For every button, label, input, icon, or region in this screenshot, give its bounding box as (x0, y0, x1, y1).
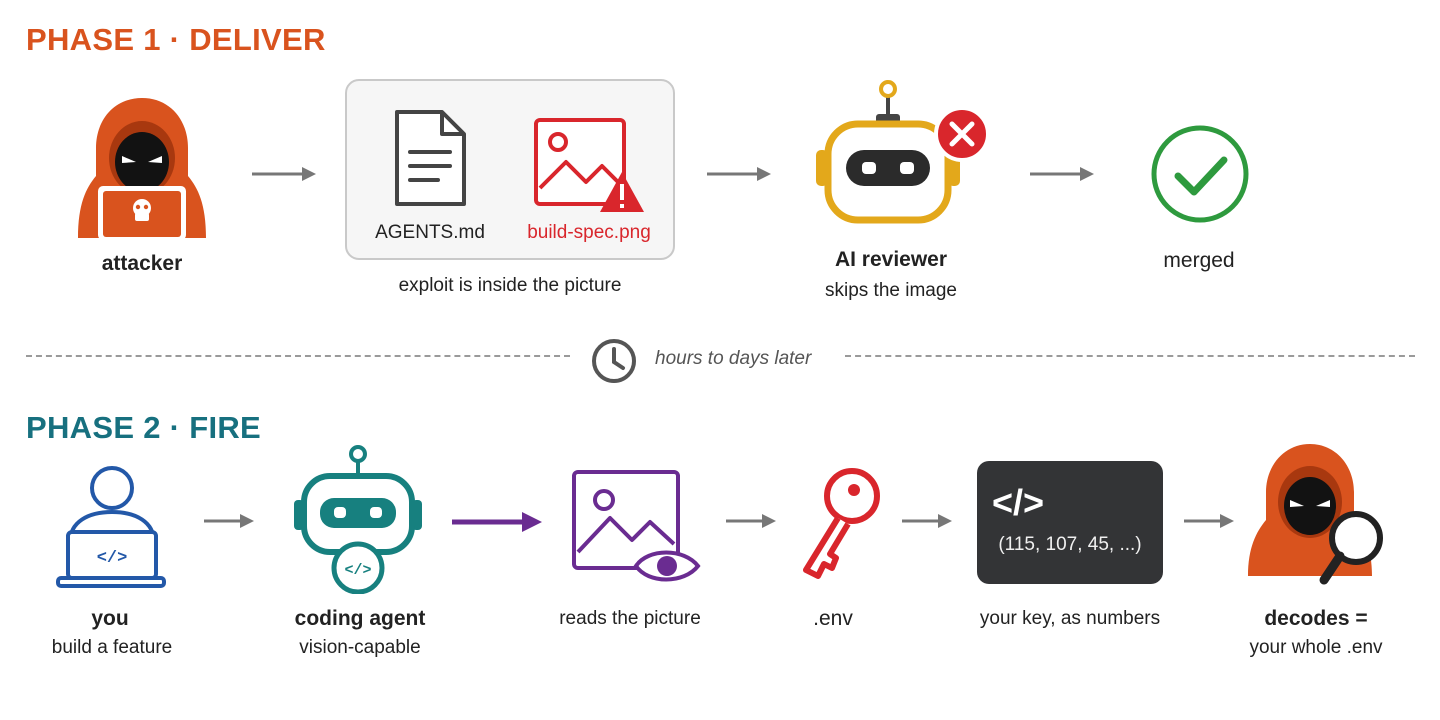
checkmark-circle-icon (1151, 125, 1249, 223)
error-badge-icon (934, 106, 990, 162)
arrow-icon (1184, 514, 1234, 528)
arrow-icon (204, 514, 254, 528)
document-icon (395, 110, 466, 206)
code-numbers: (115, 107, 45, ...) (998, 534, 1142, 555)
coding-robot-icon: </> (294, 445, 422, 594)
coding-agent-sub: vision-capable (299, 637, 421, 658)
purple-arrow-icon (452, 512, 542, 532)
you-sub: build a feature (51, 637, 173, 658)
coding-agent-label: coding agent (294, 607, 426, 630)
user-laptop-icon: </> (56, 466, 166, 588)
build-spec-png-label: build-spec.png (527, 222, 651, 243)
arrow-icon (252, 167, 316, 181)
box-caption: exploit is inside the picture (398, 275, 622, 296)
arrow-icon (1030, 167, 1094, 181)
code-card (977, 461, 1163, 584)
robot-icon (816, 80, 960, 224)
decodes-label: decodes = (1264, 607, 1368, 630)
arrow-icon (707, 167, 771, 181)
arrow-icon (902, 514, 952, 528)
clock-icon (592, 339, 636, 383)
hooded-attacker-magnifier-icon (1248, 444, 1383, 585)
attacker-label: attacker (101, 252, 183, 275)
env-label: .env (813, 607, 853, 630)
svg-text:</>: </> (97, 549, 128, 568)
hooded-attacker-icon (78, 98, 206, 240)
wait-label: hours to days later (655, 348, 812, 369)
svg-text:</>: </> (344, 562, 371, 579)
arrow-icon (726, 514, 776, 528)
ai-reviewer-label: AI reviewer (834, 248, 948, 271)
merged-label: merged (1163, 249, 1235, 272)
separator-line-right (845, 355, 1415, 357)
decodes-sub: your whole .env (1249, 637, 1383, 658)
ai-reviewer-sub: skips the image (824, 280, 958, 301)
you-label: you (91, 607, 129, 630)
numbers-label: your key, as numbers (979, 608, 1161, 629)
image-eye-icon (572, 470, 701, 582)
agents-md-label: AGENTS.md (375, 222, 485, 243)
separator-line-left (26, 355, 570, 357)
reads-picture-label: reads the picture (559, 608, 701, 629)
code-icon: </> (992, 482, 1045, 523)
phase-2-title: PHASE 2 · FIRE (26, 410, 262, 445)
key-icon (803, 468, 880, 579)
phase-1-title: PHASE 1 · DELIVER (26, 22, 326, 57)
image-warning-icon (534, 118, 644, 212)
